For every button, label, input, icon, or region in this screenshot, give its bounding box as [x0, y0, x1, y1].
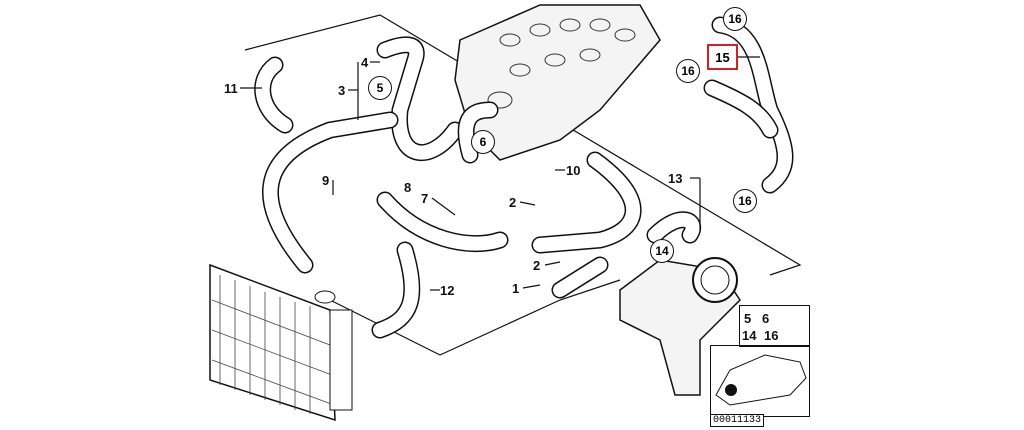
- hoses: [254, 16, 794, 339]
- callout-7: 7: [421, 191, 429, 206]
- callout-4: 4: [361, 55, 369, 70]
- leader-lines: [240, 56, 760, 291]
- callout-16-top: 16: [723, 7, 747, 31]
- car-inset: [710, 345, 810, 417]
- radiator: [209, 263, 353, 422]
- callout-2-upper: 2: [509, 195, 517, 210]
- inset-label-5: 5: [744, 311, 752, 326]
- engine-block: [454, 4, 661, 161]
- callout-13: 13: [668, 171, 683, 186]
- group-outline: [244, 14, 802, 276]
- inset-label-6: 6: [762, 311, 770, 326]
- callout-12: 12: [440, 283, 455, 298]
- callout-2-lower: 2: [533, 258, 541, 273]
- callout-1: 1: [512, 281, 520, 296]
- callout-9: 9: [322, 173, 330, 188]
- callout-8: 8: [404, 180, 412, 195]
- group-outline-lower: [329, 279, 621, 356]
- car-location-icon: [715, 354, 807, 406]
- clamp-inset: 5 6 14 16: [739, 305, 810, 347]
- throttle-housing: [619, 257, 741, 396]
- callout-14: 14: [650, 239, 674, 263]
- callout-16-left: 16: [676, 59, 700, 83]
- callout-3: 3: [338, 83, 346, 98]
- reference-number: 00011133: [710, 414, 765, 427]
- callout-6: 6: [471, 130, 495, 154]
- callout-15-highlighted[interactable]: 15: [707, 44, 738, 70]
- callout-16-lower: 16: [733, 189, 757, 213]
- callout-11: 11: [224, 81, 238, 96]
- callout-5: 5: [368, 76, 392, 100]
- inset-label-16: 16: [764, 328, 779, 343]
- inset-label-14: 14: [742, 328, 757, 343]
- callout-10: 10: [566, 163, 581, 178]
